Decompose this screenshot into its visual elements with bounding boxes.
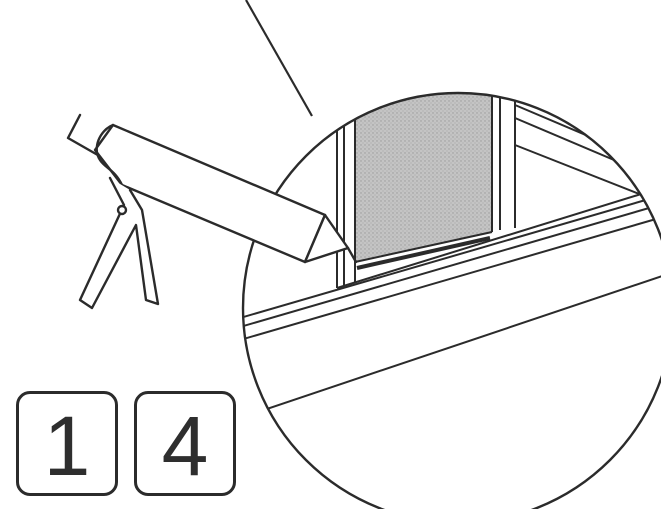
magnified-detail [241, 91, 661, 509]
step-number-box-first: 1 [16, 391, 118, 496]
sealant-bead [356, 236, 491, 270]
zoom-circle-outline [241, 91, 661, 509]
step-number-box-second: 4 [134, 391, 236, 496]
step-digit-first: 1 [43, 398, 91, 493]
right-frame-post [491, 93, 516, 232]
step-digit-second: 4 [161, 398, 209, 493]
bottom-beam [243, 181, 661, 419]
caulking-gun-icon [66, 113, 358, 310]
callout-leader-line [245, 0, 313, 117]
wall-panel [355, 93, 492, 262]
